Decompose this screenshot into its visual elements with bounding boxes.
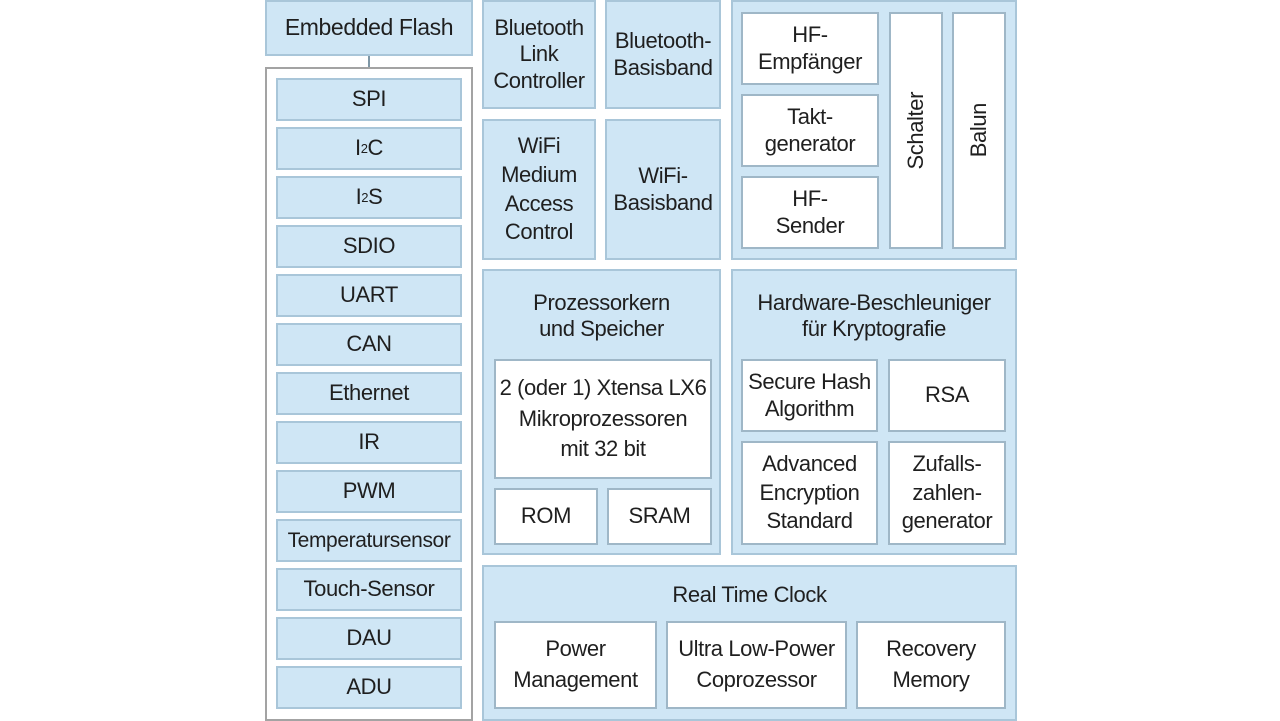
hf-sender: HF- Sender [741, 176, 879, 249]
peripheral-item: Temperatursensor [276, 519, 462, 562]
bluetooth-link-controller: Bluetooth Link Controller [482, 0, 596, 109]
peripheral-item: IR [276, 421, 462, 464]
recovery-memory: Recovery Memory [856, 621, 1006, 709]
peripheral-item-label: Temperatursensor [287, 528, 451, 552]
peripheral-item-label: DAU [346, 625, 392, 651]
power-management-label: Power Management [513, 636, 638, 692]
rng-label: Zufalls- zahlen- generator [901, 451, 993, 534]
peripheral-item-label: IR [358, 429, 380, 455]
clock-generator-label: Takt- generator [764, 104, 856, 156]
power-management: Power Management [494, 621, 657, 709]
flash-connector [368, 56, 370, 76]
recovery-memory-label: Recovery Memory [886, 636, 976, 692]
rom: ROM [494, 488, 598, 545]
embedded-flash-block: Embedded Flash [265, 0, 473, 56]
embedded-flash-label: Embedded Flash [284, 14, 454, 41]
peripheral-item: Touch-Sensor [276, 568, 462, 611]
secure-hash-algorithm: Secure Hash Algorithm [741, 359, 878, 432]
sram: SRAM [607, 488, 712, 545]
peripheral-item-label: Touch-Sensor [303, 576, 435, 602]
ulp-coprocessor: Ultra Low-Power Coprozessor [666, 621, 847, 709]
rsa: RSA [888, 359, 1006, 432]
peripheral-item: DAU [276, 617, 462, 660]
wifi-baseband: WiFi- Basisband [605, 119, 721, 260]
crypto-title: Hardware-Beschleuniger für Kryptografie [757, 289, 991, 341]
balun-label: Balun [965, 103, 991, 158]
peripheral-item: Ethernet [276, 372, 462, 415]
wifi-mac-label: WiFi Medium Access Control [501, 133, 577, 245]
peripheral-item: SDIO [276, 225, 462, 268]
peripheral-item: ADU [276, 666, 462, 709]
bluetooth-baseband-label: Bluetooth- Basisband [613, 28, 713, 80]
wifi-medium-access-control: WiFi Medium Access Control [482, 119, 596, 260]
rom-label: ROM [520, 503, 572, 529]
balun: Balun [952, 12, 1006, 249]
switch: Schalter [889, 12, 943, 249]
peripheral-item-label: Ethernet [329, 380, 409, 406]
rtc-title: Real Time Clock [672, 581, 827, 607]
processor-core-title: Prozessorkern und Speicher [533, 289, 670, 341]
peripheral-item: CAN [276, 323, 462, 366]
hf-sender-label: HF- Sender [775, 186, 845, 238]
xtensa-cpu-label: 2 (oder 1) Xtensa LX6 Mikroprozessoren m… [499, 374, 707, 462]
switch-label: Schalter [902, 91, 928, 170]
clock-generator: Takt- generator [741, 94, 879, 167]
sha-label: Secure Hash Algorithm [748, 369, 871, 421]
switch-label-wrap: Schalter [891, 14, 941, 247]
wifi-baseband-label: WiFi- Basisband [613, 163, 713, 215]
peripheral-item-label: ADU [346, 674, 392, 700]
balun-label-wrap: Balun [954, 14, 1004, 247]
rsa-label: RSA [924, 382, 970, 408]
xtensa-cpu: 2 (oder 1) Xtensa LX6 Mikroprozessoren m… [494, 359, 712, 479]
bluetooth-baseband: Bluetooth- Basisband [605, 0, 721, 109]
ulp-coprocessor-label: Ultra Low-Power Coprozessor [678, 636, 835, 692]
peripheral-item-label: CAN [346, 331, 392, 357]
peripheral-item-label: SPI [351, 86, 387, 112]
advanced-encryption-standard: Advanced Encryption Standard [741, 441, 878, 545]
bluetooth-link-controller-label: Bluetooth Link Controller [493, 14, 585, 93]
sram-label: SRAM [628, 503, 691, 529]
hf-receiver-label: HF- Empfänger [757, 22, 862, 74]
peripheral-item-label: UART [340, 282, 398, 308]
aes-label: Advanced Encryption Standard [759, 451, 860, 534]
hf-receiver: HF- Empfänger [741, 12, 879, 85]
peripheral-item-label: PWM [342, 478, 396, 504]
peripheral-item: SPI [276, 78, 462, 121]
random-number-generator: Zufalls- zahlen- generator [888, 441, 1006, 545]
peripheral-item: PWM [276, 470, 462, 513]
peripheral-item-label: SDIO [342, 233, 396, 259]
peripheral-item: UART [276, 274, 462, 317]
